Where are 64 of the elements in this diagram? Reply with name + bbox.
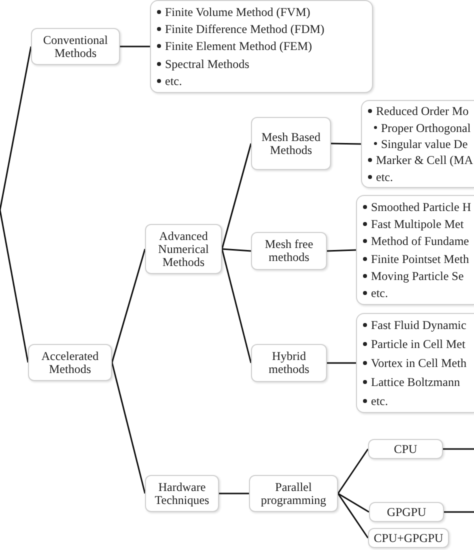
category-box [31,28,120,65]
box-label: Advanced Numerical Methods [157,230,210,268]
category-box [249,475,338,512]
box-label: Mesh Based Methods [260,130,322,156]
list-item: Proper Orthogonal [381,120,471,135]
box-label: CPU+GPGPU [374,532,444,544]
connector-line [222,248,252,252]
category-box [28,344,112,381]
box-label: Conventional Methods [42,34,109,60]
box-label: Hybrid methods [268,350,310,376]
list-box [150,0,373,93]
connector-line [444,511,474,513]
category-box [145,475,219,512]
category-box [251,117,331,170]
connector-line [111,248,146,363]
list-item: Finite Element Method (FEM) [165,39,312,54]
connector-line [221,248,252,364]
category-box [251,232,327,270]
connector-line [0,46,32,210]
box-label: CPU [394,442,418,456]
list-item: etc. [165,74,182,88]
connector-line [120,46,150,48]
connector-line [326,249,356,252]
list-item: Finite Pointset Meth [371,252,470,266]
list-item: etc. [371,286,388,300]
list-item: etc. [371,394,388,408]
category-box [368,528,449,548]
list-item: Reduced Order Mo [376,104,469,118]
box-label: Hardware Techniques [154,480,210,506]
box-label: Mesh free methods [264,238,314,264]
category-box [369,502,444,522]
list-box [356,195,474,305]
connector-line [327,362,356,364]
box-label: GPGPU [386,506,426,518]
box-label: Parallel programming [260,480,328,506]
list-item: Singular value De [381,136,468,151]
list-item: etc. [376,170,393,184]
connector-line [338,492,370,513]
connector-line [219,492,249,494]
connector-line [337,493,369,538]
list-item: Vortex in Cell Meth [371,356,466,370]
list-item: Moving Particle Se [371,268,464,283]
list-item: Fast Fluid Dynamic [371,318,466,332]
list-item: Spectral Methods [165,56,250,71]
list-item: Finite Volume Method (FVM) [165,4,310,19]
list-item: Fast Multipole Met [371,216,464,231]
list-item: Marker & Cell (MA [376,153,473,168]
category-box [368,439,443,459]
connector-line [337,448,369,494]
connector-line [443,448,474,450]
box-label: Accelerated Methods [40,350,100,376]
list-item: Particle in Cell Met [371,337,466,352]
connector-line [0,210,29,363]
list-item: Finite Difference Method (FDM) [165,22,324,36]
category-box [145,224,222,274]
connector-line [330,142,362,145]
list-box [361,100,474,188]
list-item: Method of Fundame [371,234,469,248]
list-item: Lattice Boltzmann [371,374,460,389]
category-box [251,344,327,382]
list-item: Smoothed Particle H [371,200,471,214]
list-box [356,313,474,413]
connector-line [111,362,146,494]
connector-line [221,143,252,250]
